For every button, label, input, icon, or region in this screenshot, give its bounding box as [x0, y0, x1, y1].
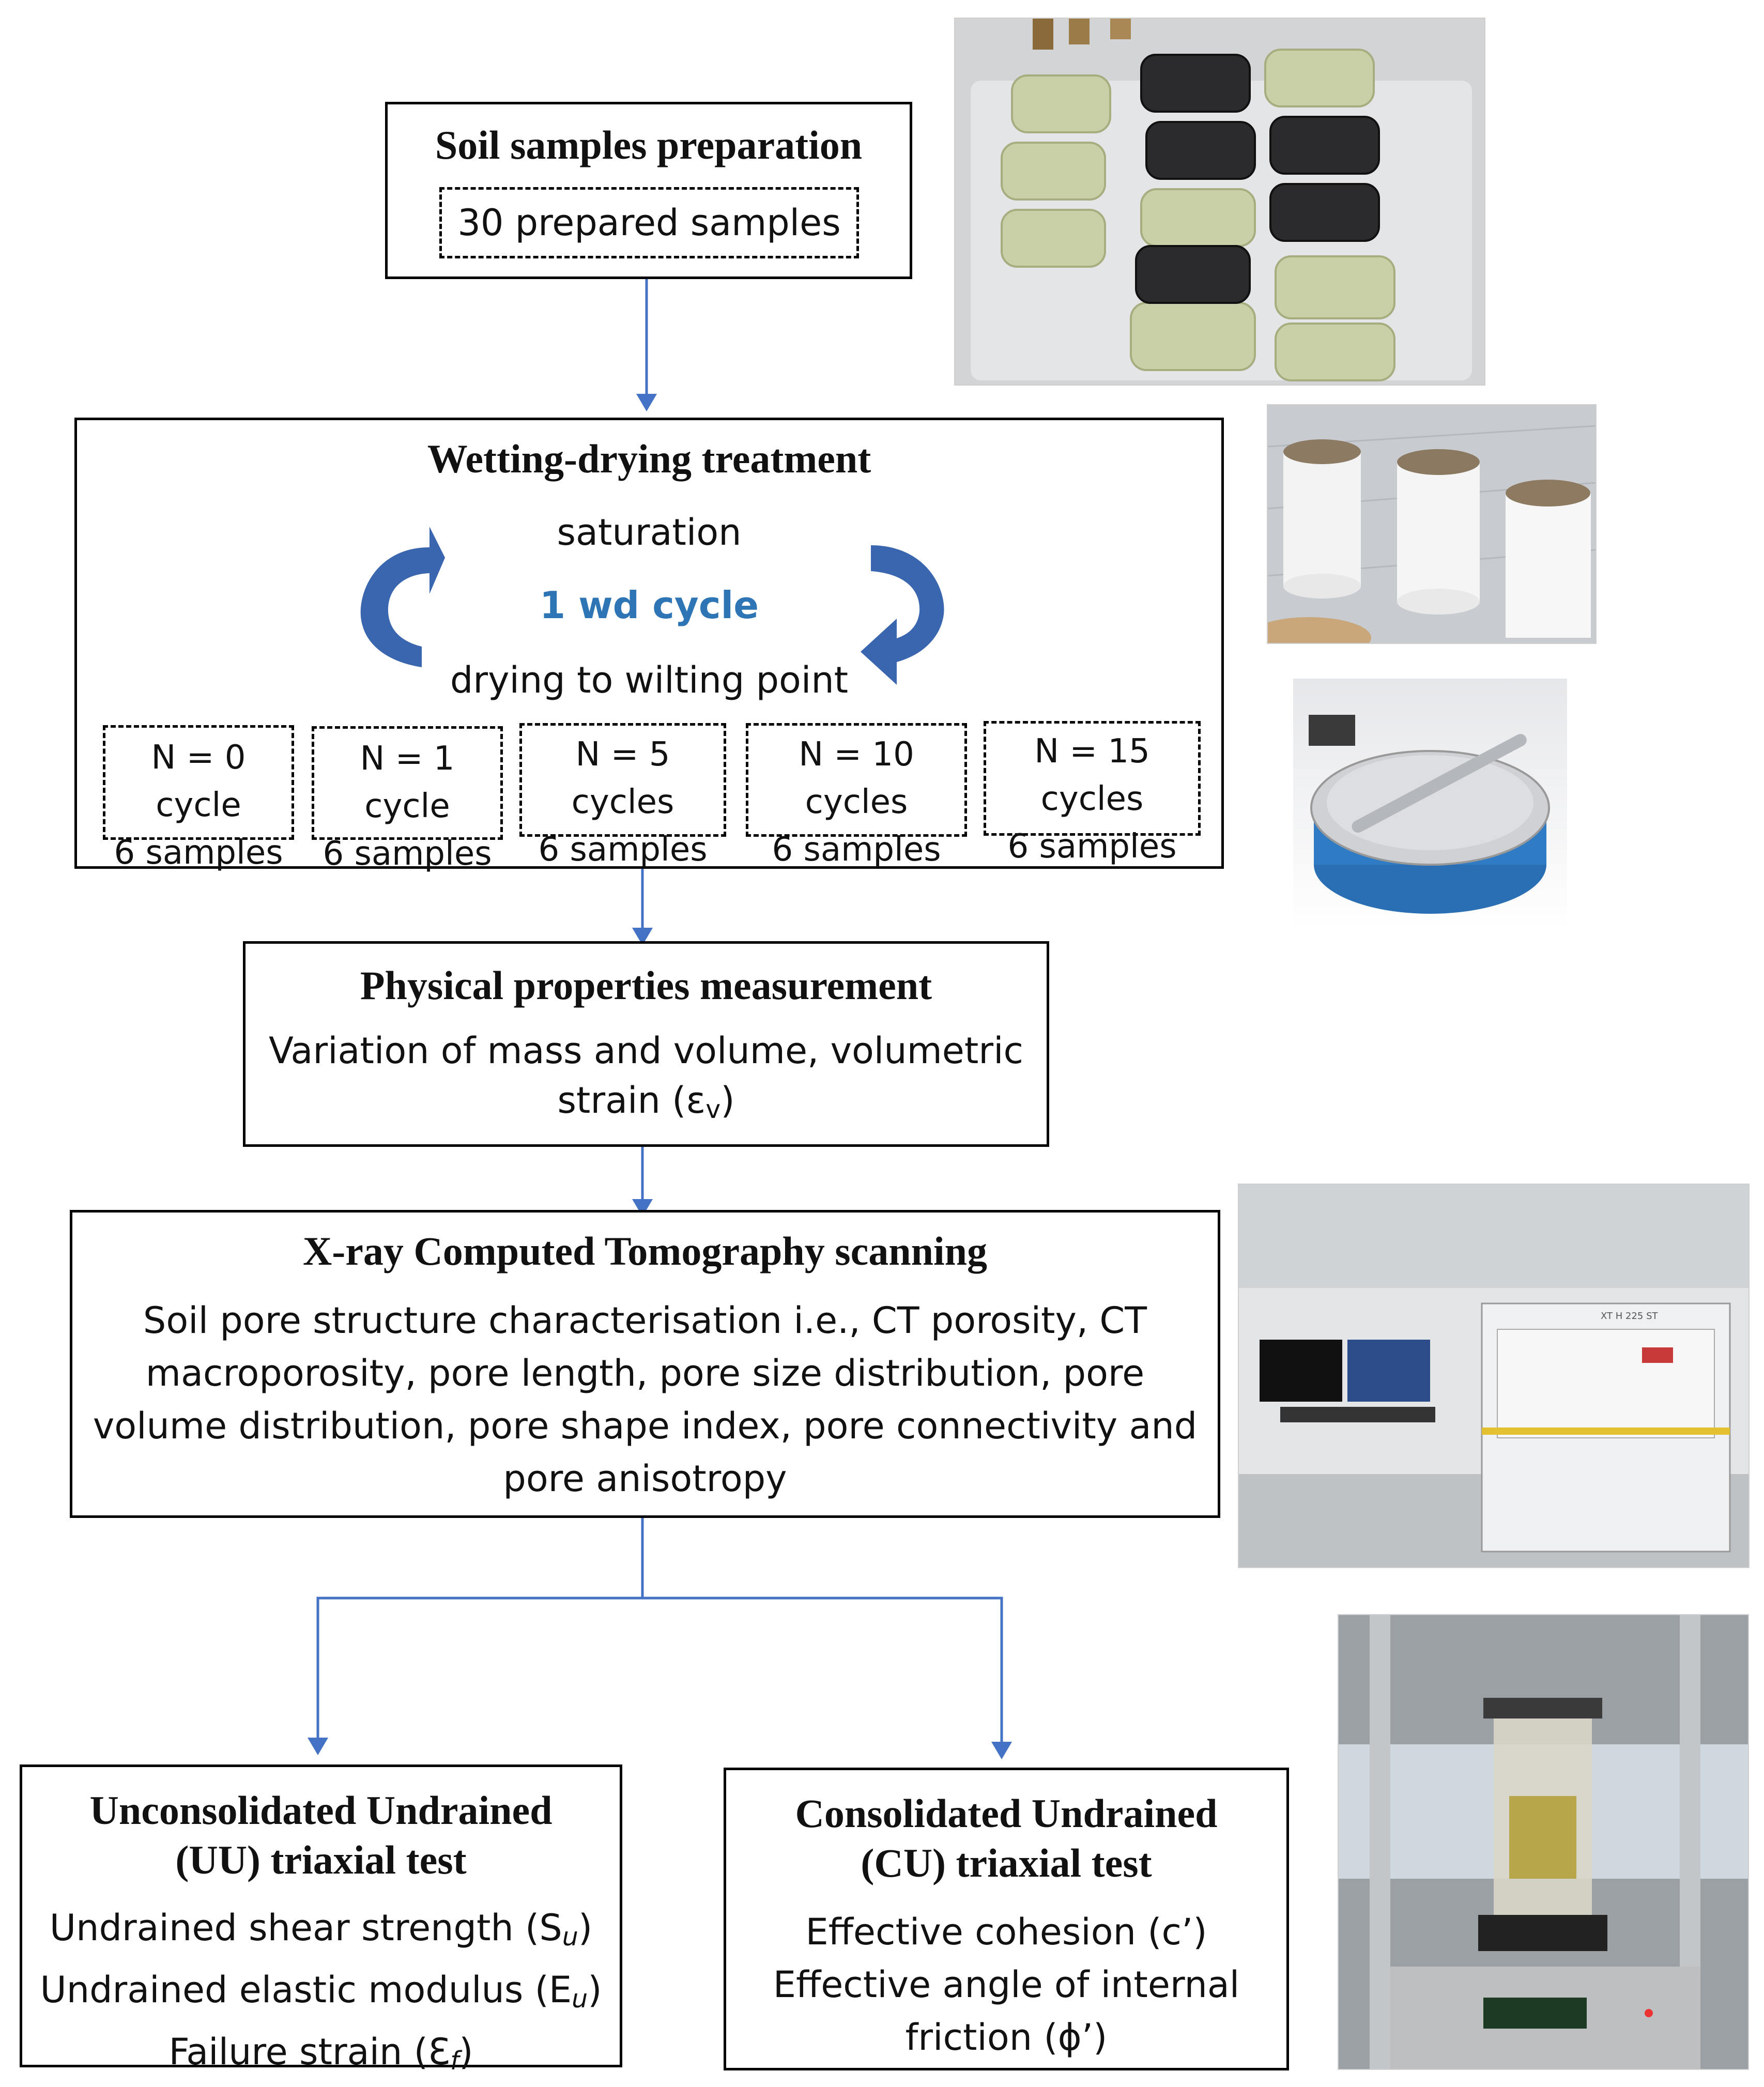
ct-title: X-ray Computed Tomography scanning — [302, 1229, 988, 1273]
photo-vacuum-desiccator — [1292, 678, 1568, 931]
group-label: N = 5 cycles — [571, 735, 674, 821]
prep-note: 30 prepared samples — [457, 202, 841, 244]
ct-line: macroporosity, pore length, pore size di… — [145, 1352, 1145, 1394]
group-n10: N = 10 cycles 6 samples — [746, 723, 967, 869]
uu-line-1: Undrained shear strength (Su) — [22, 1901, 620, 1963]
cu-title-2: (CU) triaxial test — [861, 1840, 1152, 1885]
photo-xct-scanner: XT H 225 ST — [1238, 1184, 1750, 1568]
group-label: N = 0 cycle — [151, 739, 246, 824]
arrowhead — [632, 1199, 653, 1217]
arrowhead — [991, 1742, 1012, 1759]
uu-box: Unconsolidated Undrained (UU) triaxial t… — [20, 1764, 622, 2075]
phys-line1: Variation of mass and volume, volumetric — [268, 1030, 1024, 1072]
ct-line: volume distribution, pore shape index, p… — [93, 1405, 1198, 1447]
group-samples: 6 samples — [1007, 827, 1177, 866]
photo-pvc-samples — [1267, 404, 1597, 644]
uu-line-2: Undrained elastic modulus (Eu) — [22, 1963, 620, 2025]
prep-title: Soil samples preparation — [435, 122, 863, 167]
uu-line-1-sub: u — [562, 1922, 578, 1952]
uu-line-3-sub: f — [450, 2046, 459, 2076]
group-label: N = 10 cycles — [799, 735, 914, 821]
group-label: N = 1 cycle — [360, 740, 455, 825]
branch-connector — [316, 1518, 644, 1738]
pvc-samples-illustration — [1268, 405, 1596, 643]
wd-title: Wetting-drying treatment — [427, 436, 871, 481]
phys-title: Physical properties measurement — [360, 963, 932, 1008]
group-n1: N = 1 cycle 6 samples — [312, 726, 503, 873]
photo-triaxial-cell — [1338, 1614, 1749, 2070]
uu-title-1: Unconsolidated Undrained — [89, 1788, 553, 1833]
prep-note-box: 30 prepared samples — [439, 187, 859, 258]
cu-title-1: Consolidated Undrained — [795, 1791, 1218, 1836]
uu-line-1-suffix: ) — [578, 1907, 593, 1949]
arrowhead — [632, 928, 653, 945]
prep-box: Soil samples preparation 30 prepared sam… — [385, 102, 912, 279]
uu-line-3-text: Failure strain (Ɛ — [168, 2030, 450, 2073]
group-samples: 6 samples — [323, 835, 492, 873]
xct-illustration: XT H 225 ST — [1239, 1185, 1748, 1567]
group-n0: N = 0 cycle 6 samples — [103, 725, 294, 872]
arrowhead — [308, 1738, 328, 1755]
phys-line2-suffix: ) — [720, 1079, 735, 1122]
ct-line: pore anisotropy — [503, 1457, 787, 1500]
phys-box: Physical properties measurement Variatio… — [243, 941, 1049, 1147]
cu-line: Effective angle of internal — [773, 1963, 1240, 2006]
cu-box: Consolidated Undrained (CU) triaxial tes… — [724, 1768, 1289, 2070]
wd-box: Wetting-drying treatment saturation 1 wd… — [74, 418, 1224, 873]
desiccator-illustration — [1293, 679, 1567, 930]
group-n15: N = 15 cycles 6 samples — [984, 721, 1201, 866]
triaxial-illustration — [1339, 1615, 1748, 2069]
cycle-arrow-right-icon — [861, 545, 944, 685]
ct-box: X-ray Computed Tomography scanning Soil … — [70, 1210, 1220, 1518]
uu-title-2: (UU) triaxial test — [175, 1837, 467, 1882]
group-samples: 6 samples — [114, 834, 283, 872]
wd-drying: drying to wilting point — [450, 659, 849, 701]
arrowhead — [636, 394, 657, 411]
group-samples: 6 samples — [538, 831, 708, 869]
cu-line: Effective cohesion (c’) — [805, 1911, 1207, 1953]
uu-line-2-text: Undrained elastic modulus (E — [40, 1968, 572, 2011]
cu-line: friction (ϕ’) — [905, 2016, 1108, 2059]
wd-cycle-label: 1 wd cycle — [539, 584, 759, 627]
soil-samples-illustration — [955, 19, 1484, 385]
wd-saturation: saturation — [557, 511, 742, 554]
group-n5: N = 5 cycles 6 samples — [519, 723, 726, 869]
xct-model-label: XT H 225 ST — [1601, 1311, 1658, 1322]
cycle-arrow-left-icon — [360, 527, 445, 667]
uu-line-2-sub: u — [572, 1984, 588, 2014]
phys-line2: strain (εv) — [246, 1079, 1047, 1124]
group-label: N = 15 cycles — [1034, 732, 1150, 818]
uu-line-2-suffix: ) — [588, 1968, 602, 2011]
uu-line-3: Failure strain (Ɛf) — [22, 2025, 620, 2087]
phys-line2-sub: v — [705, 1094, 721, 1124]
branch-connector-right — [642, 1597, 1003, 1742]
uu-line-3-suffix: ) — [459, 2030, 473, 2073]
group-samples: 6 samples — [772, 831, 941, 869]
photo-soil-samples — [954, 18, 1485, 386]
ct-line: Soil pore structure characterisation i.e… — [143, 1299, 1147, 1342]
uu-line-1-text: Undrained shear strength (S — [49, 1907, 562, 1949]
phys-line2-text: strain (ε — [557, 1079, 706, 1122]
